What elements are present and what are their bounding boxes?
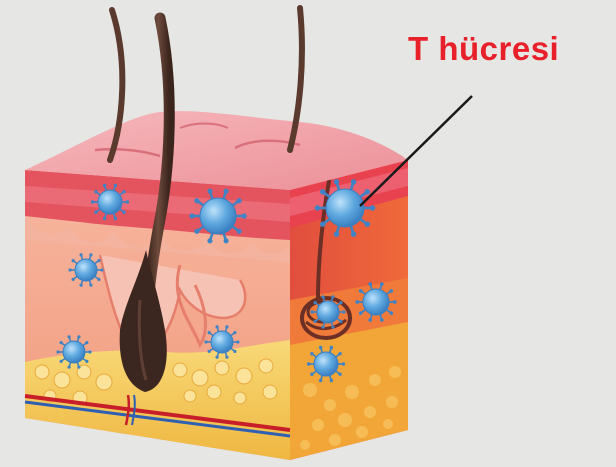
t-cell-label: T hücresi (408, 30, 559, 68)
